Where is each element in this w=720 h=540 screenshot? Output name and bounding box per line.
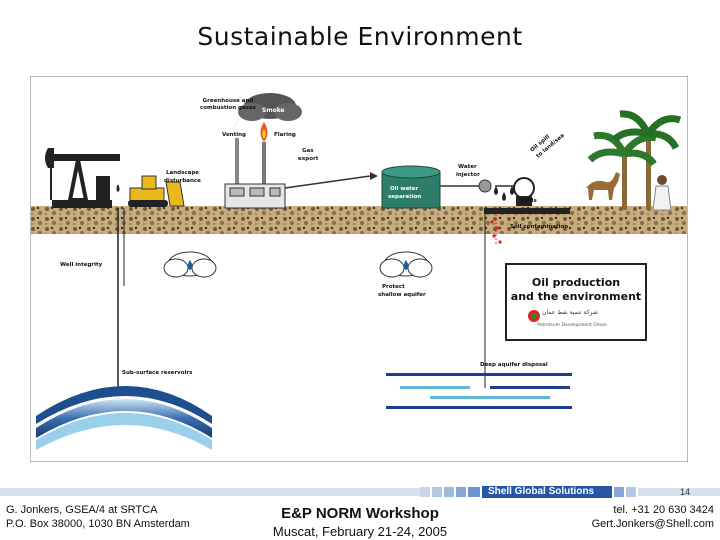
palm-trees-icon bbox=[587, 110, 682, 210]
label-protect-aquifer-2: shallow aquifer bbox=[378, 292, 426, 298]
label-well-integrity: Well integrity bbox=[60, 262, 103, 268]
label-protect-aquifer-1: Protect bbox=[382, 284, 405, 290]
label-subsurface-reservoirs: Sub-surface reservoirs bbox=[122, 370, 193, 376]
label-gas-export-2: export bbox=[298, 156, 319, 162]
bulldozer-icon bbox=[128, 175, 185, 207]
flaring-stack bbox=[260, 122, 268, 210]
footer-author: G. Jonkers, GSEA/4 at SRTCA bbox=[6, 504, 158, 516]
shallow-aquifer-cloud-right bbox=[379, 251, 433, 278]
label-greenhouse-2: combustion gases bbox=[200, 105, 257, 111]
water-injector bbox=[440, 177, 535, 206]
smoke-cloud bbox=[238, 93, 302, 121]
oil-water-separator bbox=[381, 165, 441, 209]
label-oil-water-1: Oil water bbox=[390, 186, 419, 192]
person-icon bbox=[652, 175, 672, 211]
footer-address: P.O. Box 38000, 1030 BN Amsterdam bbox=[6, 518, 190, 530]
footer-phone: tel. +31 20 630 3424 bbox=[613, 504, 714, 516]
label-gas-export-1: Gas bbox=[302, 148, 314, 154]
info-box-title-1: Oil production bbox=[532, 276, 620, 289]
label-water-injector-1: Water bbox=[458, 164, 477, 170]
shallow-aquifer-cloud-left bbox=[163, 251, 217, 278]
label-spills: Spills bbox=[520, 198, 538, 204]
label-oil-water-2: separation bbox=[388, 194, 421, 200]
footer-event: E&P NORM Workshop bbox=[281, 505, 439, 522]
deep-aquifer-layers bbox=[386, 373, 572, 409]
oil-production-diagram: Greenhouse and combustion gases Smoke Ve… bbox=[30, 76, 688, 462]
label-venting: Venting bbox=[222, 132, 246, 138]
processing-plant bbox=[224, 172, 378, 209]
label-greenhouse-1: Greenhouse and bbox=[203, 98, 254, 104]
info-box-title-2: and the environment bbox=[511, 290, 641, 303]
slide-title: Sustainable Environment bbox=[197, 22, 523, 51]
label-flaring: Flaring bbox=[274, 132, 296, 138]
info-box-arabic: شركة تنمية نفط عمان bbox=[542, 309, 598, 316]
footer-left: G. Jonkers, GSEA/4 at SRTCA P.O. Box 380… bbox=[6, 503, 190, 531]
label-soil-contamination: Soil contamination bbox=[510, 224, 568, 230]
footer-center: E&P NORM Workshop Muscat, February 21-24… bbox=[250, 505, 470, 539]
footer-strip bbox=[0, 486, 720, 498]
soil-contamination-marker bbox=[484, 208, 570, 244]
subsurface-reservoir bbox=[36, 386, 212, 450]
ground-surface bbox=[31, 206, 687, 234]
label-water-injector-2: injector bbox=[456, 172, 480, 178]
label-landscape-1: Landscape bbox=[166, 170, 199, 176]
oil-production-info-box bbox=[505, 263, 647, 341]
page-number: 14 bbox=[680, 487, 691, 497]
camel-icon bbox=[585, 172, 620, 200]
pumpjack-icon bbox=[45, 148, 120, 208]
venting-stack bbox=[234, 120, 239, 210]
label-deep-aquifer: Deep aquifer disposal bbox=[480, 362, 548, 368]
shell-global-solutions-brand: Shell Global Solutions bbox=[488, 486, 595, 497]
footer-event-location: Muscat, February 21-24, 2005 bbox=[272, 524, 448, 539]
label-landscape-2: disturbance bbox=[164, 178, 201, 184]
info-box-company: Petroleum Development Oman bbox=[537, 322, 607, 328]
label-smoke: Smoke bbox=[262, 107, 285, 114]
oil-spill-drops bbox=[116, 184, 514, 201]
footer-right: tel. +31 20 630 3424 Gert.Jonkers@Shell.… bbox=[592, 503, 714, 531]
footer-email: Gert.Jonkers@Shell.com bbox=[591, 518, 714, 530]
